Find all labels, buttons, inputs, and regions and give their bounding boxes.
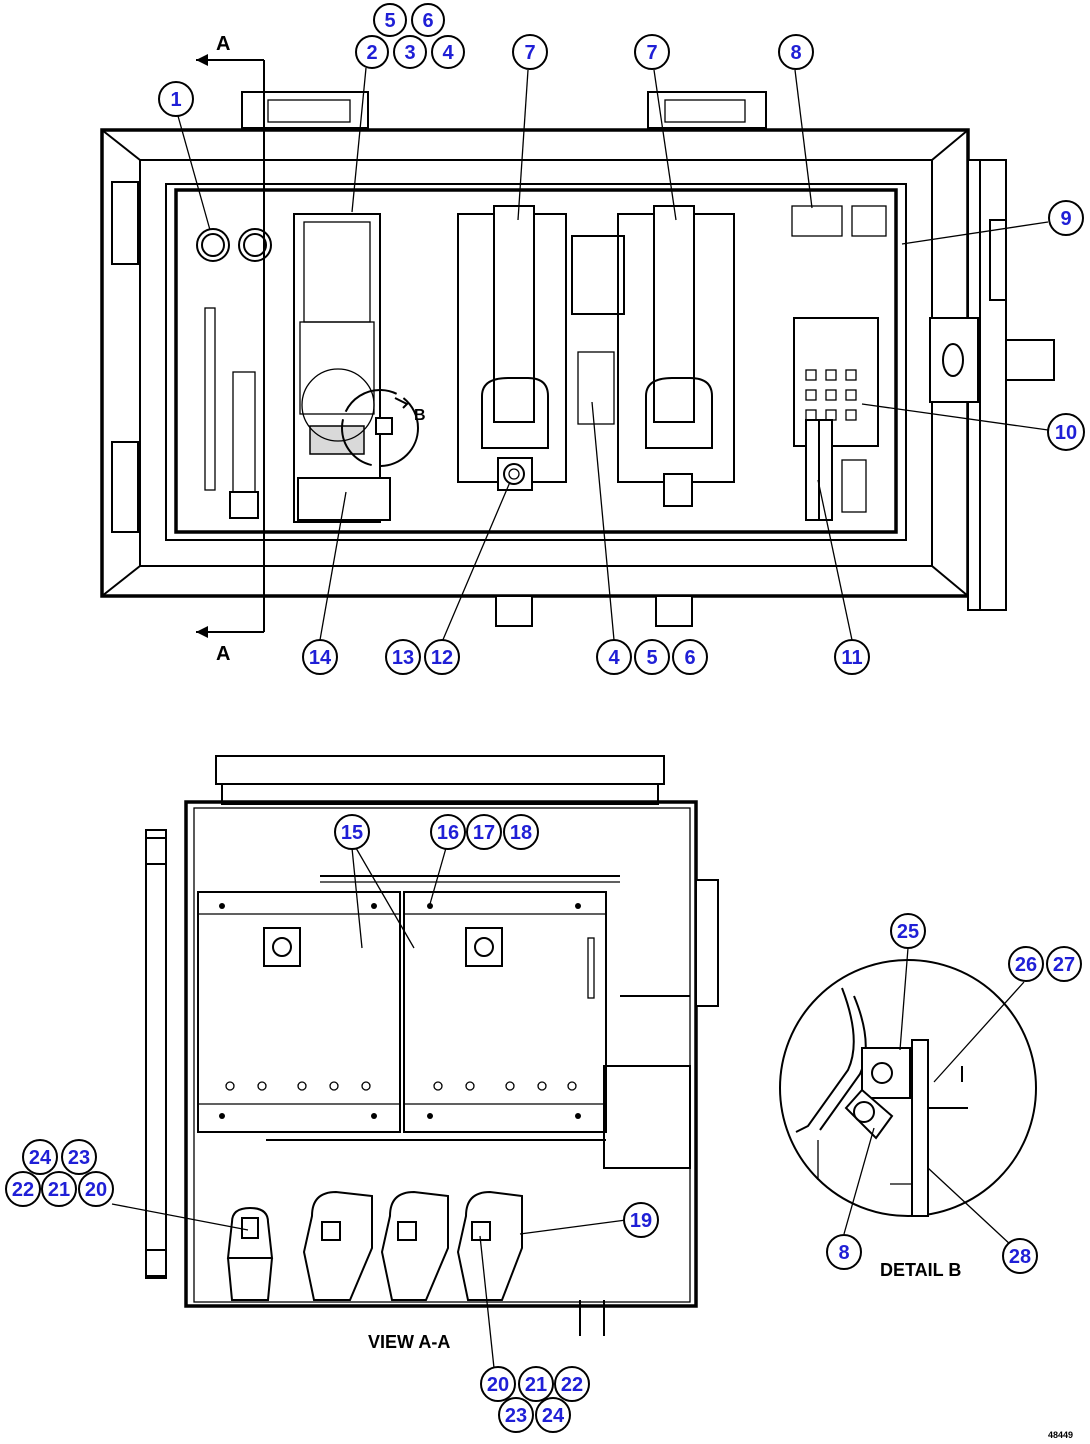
callout-number: 24 xyxy=(542,1405,565,1427)
callout-21-bottom: 21 xyxy=(518,1366,554,1402)
callout-9: 9 xyxy=(1048,200,1084,236)
section-mark-bottom: A xyxy=(216,643,230,665)
callout-22-left: 22 xyxy=(5,1171,41,1207)
callout-18: 18 xyxy=(503,814,539,850)
detail-leaders xyxy=(843,947,1025,1247)
callout-number: 16 xyxy=(437,822,459,844)
callout-number: 10 xyxy=(1055,422,1077,444)
callout-number: 25 xyxy=(897,921,919,943)
view-a-a: VIEW A-A xyxy=(145,755,719,1352)
callout-3: 3 xyxy=(393,35,427,69)
callout-10: 10 xyxy=(1047,413,1085,451)
callout-number: 5 xyxy=(646,647,657,669)
callout-number: 27 xyxy=(1053,954,1075,976)
callout-number: 13 xyxy=(392,647,414,669)
callout-number: 19 xyxy=(630,1210,652,1232)
top-view: B A xyxy=(100,33,1055,665)
callout-21-left: 21 xyxy=(41,1171,77,1207)
callout-4: 4 xyxy=(431,35,465,69)
callout-4-bottom: 4 xyxy=(596,639,632,675)
view-leaders xyxy=(111,847,627,1369)
callout-number: 20 xyxy=(487,1374,509,1396)
callout-number: 3 xyxy=(404,42,415,64)
detail-b-caption: DETAIL B xyxy=(880,1260,961,1280)
callout-number: 8 xyxy=(838,1242,849,1264)
callout-2: 2 xyxy=(355,35,389,69)
callout-12: 12 xyxy=(424,639,460,675)
callout-8-detail: 8 xyxy=(826,1234,862,1270)
callout-11: 11 xyxy=(834,639,870,675)
callout-number: 23 xyxy=(68,1147,90,1169)
callout-number: 7 xyxy=(646,42,657,64)
callout-16: 16 xyxy=(430,814,466,850)
callout-number: 2 xyxy=(366,42,377,64)
callout-number: 9 xyxy=(1060,208,1071,230)
callout-number: 4 xyxy=(608,647,620,669)
top-leaders xyxy=(177,67,1049,643)
drawing-id: 48449 xyxy=(1048,1430,1073,1440)
callout-15: 15 xyxy=(334,814,370,850)
callout-number: 24 xyxy=(29,1147,52,1169)
callout-8-top: 8 xyxy=(778,34,814,70)
callout-14: 14 xyxy=(302,639,338,675)
callout-number: 6 xyxy=(684,647,695,669)
callout-20-bottom: 20 xyxy=(480,1366,516,1402)
callout-5-bottom: 5 xyxy=(634,639,670,675)
callout-26: 26 xyxy=(1008,946,1044,982)
callout-28: 28 xyxy=(1002,1238,1038,1274)
callout-number: 11 xyxy=(841,647,862,669)
section-mark-top: A xyxy=(216,33,230,55)
callout-number: 22 xyxy=(561,1374,583,1396)
callout-number: 22 xyxy=(12,1179,34,1201)
callout-13: 13 xyxy=(385,639,421,675)
callout-number: 6 xyxy=(422,10,433,32)
callout-7-right: 7 xyxy=(634,34,670,70)
callout-17: 17 xyxy=(466,814,502,850)
callout-number: 15 xyxy=(341,822,363,844)
callout-number: 12 xyxy=(431,647,453,669)
callout-number: 18 xyxy=(510,822,532,844)
callout-6-bottom: 6 xyxy=(672,639,708,675)
callout-number: 8 xyxy=(790,42,801,64)
callout-23-bottom: 23 xyxy=(498,1397,534,1433)
callout-number: 21 xyxy=(48,1179,70,1201)
callout-1: 1 xyxy=(158,81,194,117)
detail-b-reference: B xyxy=(414,407,426,424)
callout-7-left: 7 xyxy=(512,34,548,70)
callout-5: 5 xyxy=(373,3,407,37)
callout-25: 25 xyxy=(890,913,926,949)
callout-number: 17 xyxy=(473,822,495,844)
callouts: 1 5 6 2 3 4 7 7 8 9 10 14 13 12 4 5 6 11… xyxy=(5,3,1085,1433)
callout-27: 27 xyxy=(1046,946,1082,982)
callout-23-left: 23 xyxy=(61,1139,97,1175)
callout-24-bottom: 24 xyxy=(535,1397,571,1433)
callout-number: 1 xyxy=(170,89,181,111)
callout-number: 23 xyxy=(505,1405,527,1427)
callout-22-bottom: 22 xyxy=(554,1366,590,1402)
callout-number: 7 xyxy=(524,42,535,64)
detail-b: DETAIL B xyxy=(779,959,1037,1280)
callout-number: 28 xyxy=(1009,1246,1031,1268)
callout-20-left: 20 xyxy=(78,1171,114,1207)
callout-19: 19 xyxy=(623,1202,659,1238)
callout-number: 21 xyxy=(525,1374,547,1396)
callout-number: 5 xyxy=(384,10,395,32)
callout-6: 6 xyxy=(411,3,445,37)
callout-number: 4 xyxy=(442,42,454,64)
callout-number: 14 xyxy=(309,647,332,669)
callout-number: 20 xyxy=(85,1179,107,1201)
view-a-a-caption: VIEW A-A xyxy=(368,1332,450,1352)
callout-number: 26 xyxy=(1015,954,1037,976)
callout-24-left: 24 xyxy=(22,1139,58,1175)
